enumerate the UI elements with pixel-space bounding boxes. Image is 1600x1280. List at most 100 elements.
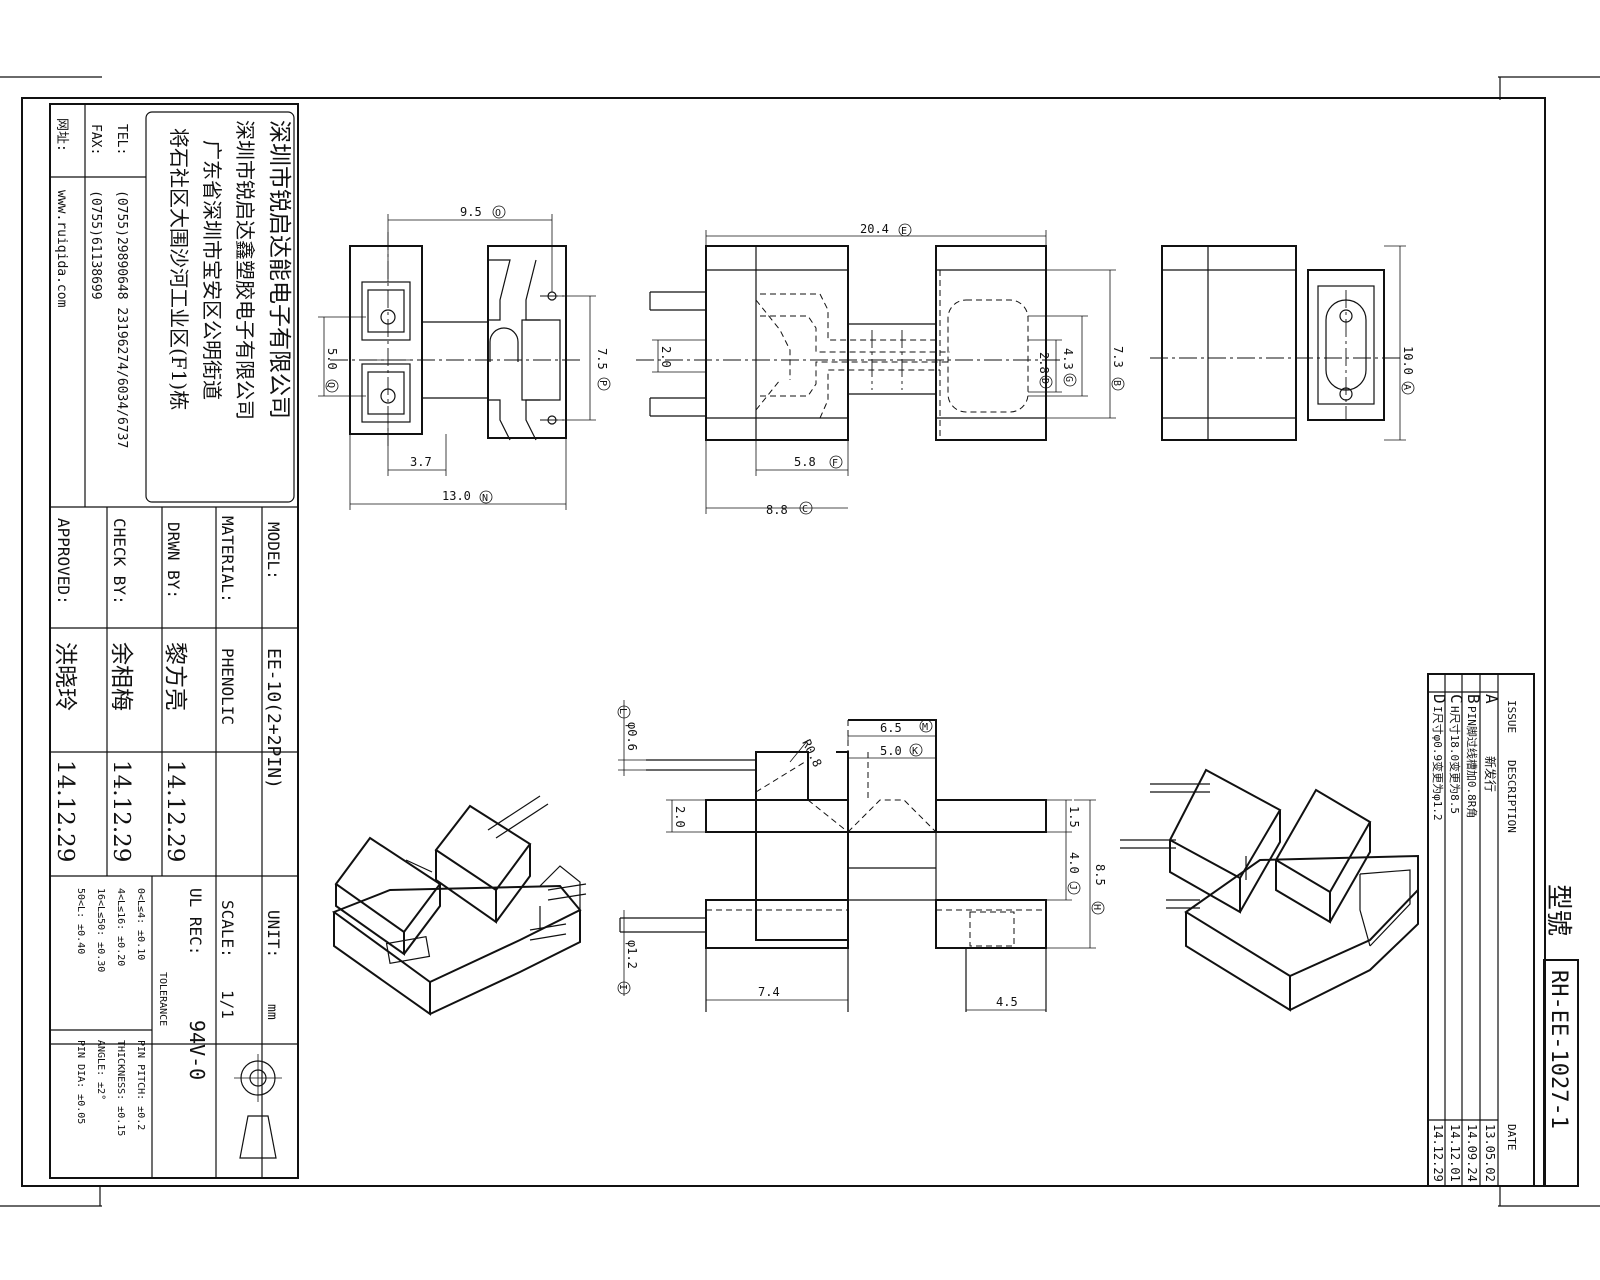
company-address-1: 广东省深圳市宝安区公明街道 — [200, 140, 224, 400]
tol-2: 4<L≤16: ±0.20 — [115, 888, 126, 966]
dim-b-mark: B — [1111, 380, 1122, 386]
dim-l-mark: L — [617, 708, 628, 714]
tol-4: 50<L: ±0.40 — [75, 888, 86, 954]
dim-d-mark: D — [1039, 378, 1050, 384]
scale-label: SCALE: — [218, 900, 237, 958]
dim-n-mark: N — [482, 493, 488, 504]
check-date: 14.12.29 — [108, 760, 134, 862]
model-label: MODEL: — [264, 522, 283, 580]
company-name: 深圳市锐启达能电子有限公司 — [266, 120, 292, 419]
dim-o-value: 9.5 — [460, 205, 482, 219]
fax-value: (0755)61138699 — [88, 190, 103, 300]
rev-issue-d: D — [1430, 694, 1449, 704]
dim-f-mark: F — [832, 458, 838, 469]
model-value: EE-10(2+2PIN) — [263, 648, 284, 789]
dim-20b-value: 2.0 — [673, 806, 687, 828]
dims-view-front: 6.5 M 5.0 K R0.8 1.5 4.0 J 8.5 H 2.0 L φ — [617, 700, 1107, 1011]
dim-i-mark: I — [617, 984, 628, 990]
unit-value: mm — [264, 1004, 279, 1020]
dim-p-mark: P — [597, 380, 608, 386]
projection-symbol-icon — [234, 1054, 282, 1159]
rev-desc-d: I尺寸φ0.9变更为φ1.2 — [1431, 706, 1445, 821]
dims-view-side: 20.4 E 7.3 B 4.3 G 2.8 D 2.0 5.8 F 8.8 — [652, 222, 1125, 517]
dim-j-mark: J — [1067, 884, 1078, 890]
dim-15-value: 1.5 — [1067, 806, 1081, 828]
dim-p-value: 7.5 — [595, 348, 609, 370]
dim-g-mark: G — [1063, 376, 1074, 382]
approved-value: 洪晓玲 — [52, 642, 78, 711]
dim-a-mark: A — [1401, 384, 1412, 390]
view-end — [330, 232, 580, 446]
web-label: 网址: — [54, 118, 69, 152]
rev-issue-b: B — [1464, 694, 1483, 704]
dim-a-value: 10.0 — [1401, 346, 1415, 375]
dim-n-value: 13.0 — [442, 489, 471, 503]
unit-label: UNIT: — [264, 910, 283, 958]
dim-l-value: φ0.6 — [625, 722, 639, 751]
material-label: MATERIAL: — [218, 516, 237, 603]
part-number: RH-EE-1027-1 — [1546, 970, 1571, 1129]
rev-date-b: 14.09.24 — [1465, 1124, 1479, 1182]
tol2-3: ANGLE: ±2° — [95, 1040, 106, 1100]
dim-c-mark: C — [802, 504, 808, 515]
view-side — [636, 245, 1060, 441]
scale-value: 1/1 — [218, 990, 237, 1019]
dim-e-value: 20.4 — [860, 222, 889, 236]
dim-h-value: 8.5 — [1093, 864, 1107, 886]
fax-label: FAX: — [88, 124, 103, 155]
rev-issue-c: C — [1447, 694, 1466, 704]
ul-value: 94V-0 — [185, 1020, 209, 1080]
dim-g-value: 4.3 — [1061, 348, 1075, 370]
dim-k-mark: K — [912, 746, 918, 757]
sheet-border — [0, 76, 1600, 1207]
rev-date-c: 14.12.01 — [1448, 1124, 1462, 1182]
dim-k-value: 5.0 — [880, 744, 902, 758]
company-name-2: 深圳市锐启达鑫塑胶电子有限公司 — [233, 120, 257, 420]
web-value: www.ruiqida.com — [54, 190, 69, 308]
tolerance-label: TOLERANCE — [157, 972, 168, 1026]
rev-desc-c: H尺寸18.0变更为8.5 — [1448, 706, 1462, 814]
material-value: PHENOLIC — [218, 648, 237, 725]
rev-desc-b: PIN脚过线槽加0.8R角 — [1465, 706, 1479, 818]
approved-date: 14.12.29 — [52, 760, 78, 862]
dim-c-value: 8.8 — [766, 503, 788, 517]
tol-1: 0<L≤4: ±0.10 — [135, 888, 146, 960]
check-label: CHECK BY: — [110, 518, 129, 605]
view-isometric-left — [331, 795, 587, 1016]
dim-q-mark: Q — [325, 382, 336, 388]
dims-view-end: 9.5 O 7.5 P 5.0 Q 3.7 13.0 N — [318, 205, 611, 510]
rev-header-desc: DESCRIPTION — [1505, 760, 1518, 833]
tol2-2: THICKNESS: ±0.15 — [115, 1040, 126, 1136]
check-value: 余相梅 — [108, 642, 134, 711]
dim-m-mark: M — [922, 722, 928, 733]
view-plan — [1150, 245, 1410, 441]
dim-d-value: 2.8 — [1037, 352, 1051, 374]
drwn-label: DRWN BY: — [164, 522, 183, 599]
tol2-1: PIN PITCH: ±0.2 — [135, 1040, 146, 1130]
dim-20a-value: 2.0 — [659, 346, 673, 368]
rev-date-a: 13.05.02 — [1483, 1124, 1497, 1182]
dim-r08-value: R0.8 — [799, 737, 824, 769]
tol2-4: PIN DIA: ±0.05 — [75, 1040, 86, 1124]
drwn-value: 黎方亮 — [162, 642, 188, 711]
view-front — [619, 719, 1047, 1012]
dim-74-value: 7.4 — [758, 985, 780, 999]
title-block: 深圳市锐启达能电子有限公司 深圳市锐启达鑫塑胶电子有限公司 广东省深圳市宝安区公… — [49, 103, 299, 1179]
dim-q-value: 5.0 — [325, 348, 339, 370]
dim-b-value: 7.3 — [1111, 346, 1125, 368]
approved-label: APPROVED: — [54, 518, 73, 605]
dim-e-mark: E — [901, 226, 907, 237]
rev-date-d: 14.12.29 — [1431, 1124, 1445, 1182]
tol-3: 16<L≤50: ±0.30 — [95, 888, 106, 972]
view-isometric-right — [1120, 768, 1419, 1012]
company-address-2: 将石社区大围沙河工业区(F1)栋 — [167, 128, 191, 410]
dim-j-value: 4.0 — [1067, 852, 1081, 874]
dim-o-mark: O — [495, 208, 501, 219]
dim-m-value: 6.5 — [880, 721, 902, 735]
dim-45-value: 4.5 — [996, 995, 1018, 1009]
rev-header-date: DATE — [1505, 1124, 1518, 1151]
rev-header-issue: ISSUE — [1505, 700, 1518, 733]
dim-h-mark: H — [1091, 904, 1102, 910]
type-label: 型號 — [1543, 884, 1573, 936]
